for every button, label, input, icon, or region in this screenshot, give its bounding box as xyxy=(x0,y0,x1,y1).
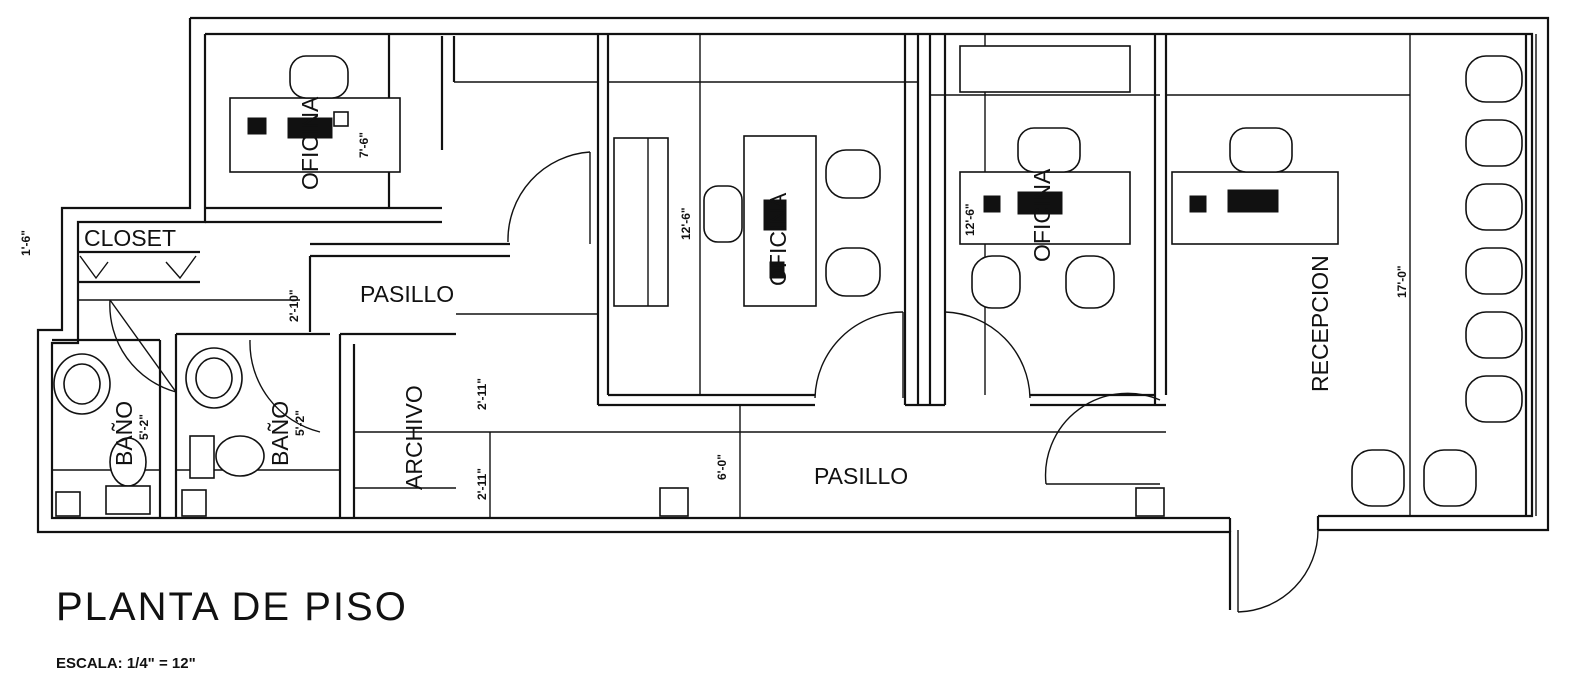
dim-corridor-height: 6'-0" xyxy=(715,454,729,480)
label-closet: CLOSET xyxy=(84,225,176,251)
closet-doors xyxy=(79,255,197,280)
column-corridor xyxy=(659,487,689,517)
dim-archivo-top: 2'-11" xyxy=(475,378,489,410)
drawing-title: PLANTA DE PISO xyxy=(56,585,408,629)
dimensions: 1'-6" 2'-10" 7'-6" 12'-6" 12'-6" 2'-11" … xyxy=(19,132,1409,500)
doors xyxy=(79,151,1319,613)
label-pasillo-lower: PASILLO xyxy=(814,463,908,489)
furniture xyxy=(53,45,1523,517)
desk-office-2 xyxy=(703,135,817,307)
door-main-entrance xyxy=(1237,529,1319,613)
chair-office-2b xyxy=(825,247,881,297)
interior-walls xyxy=(52,34,1411,518)
door-office-2 xyxy=(814,311,904,399)
door-bano-2 xyxy=(249,339,321,433)
label-oficina-2: OFICINA xyxy=(765,192,791,286)
label-archivo: ARCHIVO xyxy=(401,385,427,490)
dim-oficina-2: 12'-6" xyxy=(679,207,693,240)
label-bano-1: BAÑO xyxy=(111,401,137,466)
cabinet-office-2 xyxy=(613,137,669,307)
door-office-3 xyxy=(944,311,1031,399)
desk-office-3 xyxy=(959,127,1131,245)
dim-bano-1: 5'-2" xyxy=(137,414,151,440)
waiting-chairs xyxy=(1351,55,1523,507)
dim-closet: 1'-6" xyxy=(19,230,33,256)
title-block: PLANTA DE PISO ESCALA: 1/4" = 12" xyxy=(56,585,408,672)
dim-archivo-bottom: 2'-11" xyxy=(475,468,489,500)
shelf-office-3 xyxy=(959,45,1131,93)
door-bano-1 xyxy=(109,299,177,393)
drawing-scale: ESCALA: 1/4" = 12" xyxy=(56,655,196,672)
label-oficina-1: OFICINA xyxy=(297,96,323,190)
bano-2-fixtures xyxy=(181,347,265,517)
dim-bano-2: 5'-2" xyxy=(293,410,307,436)
bano-1-fixtures xyxy=(53,353,151,517)
door-office-1 xyxy=(507,151,591,244)
label-bano-2: BAÑO xyxy=(267,401,293,466)
label-pasillo-upper: PASILLO xyxy=(360,281,454,307)
dim-recepcion: 17'-0" xyxy=(1395,265,1409,298)
desk-reception xyxy=(1171,127,1339,245)
label-recepcion: RECEPCION xyxy=(1307,255,1333,392)
chair-office-3b xyxy=(1065,255,1115,309)
dim-oficina-1: 7'-6" xyxy=(357,132,371,158)
dim-oficina-3: 12'-6" xyxy=(963,203,977,236)
label-oficina-3: OFICINA xyxy=(1029,168,1055,262)
chair-office-3a xyxy=(971,255,1021,309)
desk-office-1 xyxy=(229,55,401,173)
chair-office-2a xyxy=(825,149,881,199)
column-corridor-right xyxy=(1135,487,1165,517)
door-lower-corridor xyxy=(1044,392,1161,485)
dim-pasillo-width: 2'-10" xyxy=(287,289,301,322)
room-labels: CLOSET PASILLO PASILLO ARCHIVO BAÑO BAÑO… xyxy=(84,96,1333,490)
